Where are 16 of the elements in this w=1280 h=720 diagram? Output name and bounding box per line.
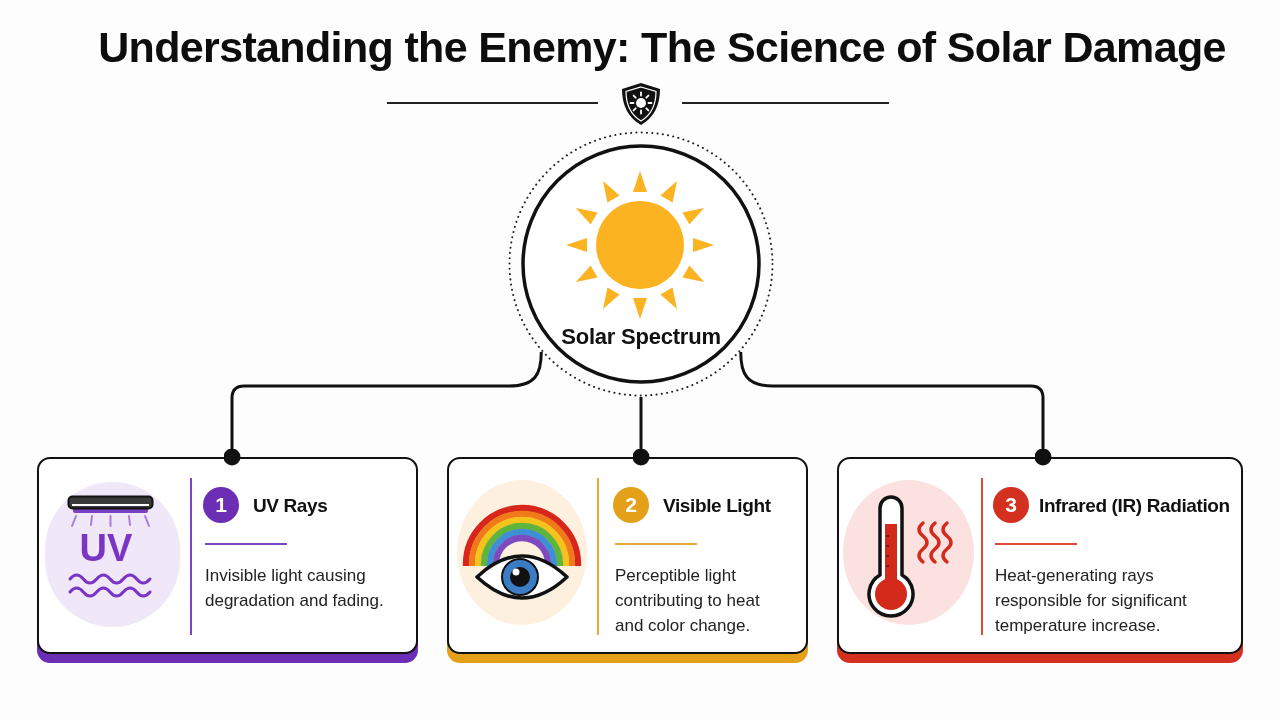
step-number-badge: 1 (203, 487, 239, 523)
circle-label: Solar Spectrum (561, 324, 721, 350)
card-description: Invisible light causing degradation and fading. (205, 565, 385, 612)
card-title: Infrared (IR) Radiation (1039, 494, 1230, 518)
step-number-badge: 3 (993, 487, 1029, 523)
card-title: Visible Light (663, 494, 771, 518)
spectrum-circle (508, 131, 774, 397)
step-number-badge: 2 (613, 487, 649, 523)
connector-line (632, 397, 650, 466)
connector-line (739, 351, 1052, 466)
title: Understanding the Enemy: The Science of Solar Damage (98, 22, 1226, 72)
card-description: Heat-generating rays responsible for significant temperature increase. (995, 565, 1188, 637)
card-title: UV Rays (253, 494, 328, 518)
connector-line (223, 351, 543, 466)
card-description: Perceptible light contributing to heat and color change. (615, 565, 761, 637)
icon-label: UV (79, 528, 133, 568)
